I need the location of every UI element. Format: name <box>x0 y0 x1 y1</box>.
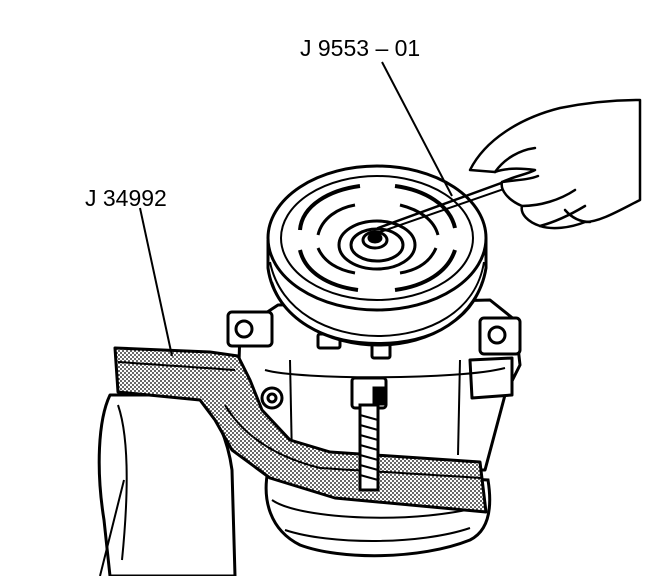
compressor-housing <box>226 298 522 472</box>
clutch-pulley <box>266 164 488 347</box>
fixture-screw <box>350 376 388 492</box>
leader-lines <box>99 61 453 576</box>
holding-fixture-bar <box>113 346 488 514</box>
callout-holding-fixture: J 34992 <box>85 185 167 211</box>
leader-line-support <box>99 479 125 576</box>
leader-line-holding-fixture <box>139 207 173 357</box>
hand-with-feeler-gauge <box>376 98 642 233</box>
callout-clutch-tool: J 9553 – 01 <box>300 35 421 61</box>
leader-line-clutch-tool <box>381 61 453 197</box>
